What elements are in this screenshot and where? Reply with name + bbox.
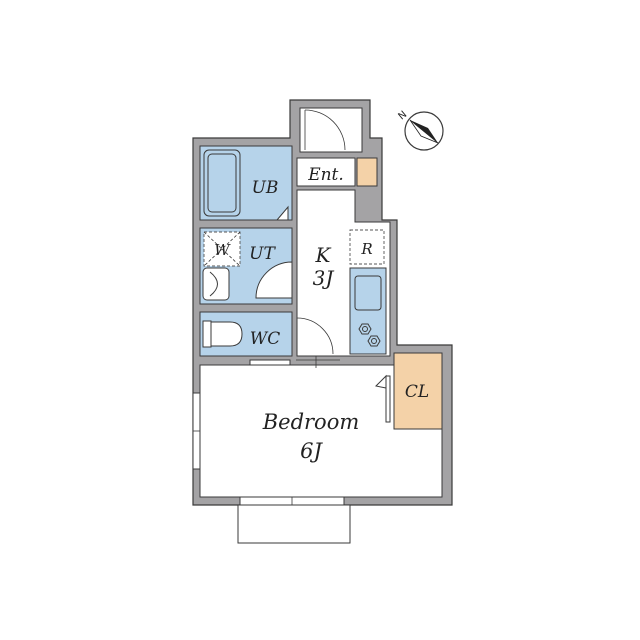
toilet-tank [202,320,212,348]
bedroom-size-label: 6J [300,439,323,463]
closet-label: CL [405,382,429,402]
toilet-bowl [210,321,243,347]
compass-north-label: N [396,109,409,122]
wash-basin [202,267,230,301]
entrance-label: Ent. [307,165,344,185]
entrance-porch [299,107,363,153]
entrance-room [296,157,356,187]
sink-triangle [275,205,289,221]
bedroom-door-frame [249,359,291,366]
closet-door-swing [374,374,387,389]
bedroom-label: Bedroom [262,410,360,434]
washer-cross-a [203,231,241,267]
unit-bath-room [199,145,293,221]
entrance-door-swing [304,109,346,151]
bathtub-inner [207,153,237,213]
refrigerator-space [349,229,385,265]
toilet-label: WC [250,329,280,349]
washer-label: W [214,241,231,259]
unit-bath-label: UB [252,178,279,198]
kitchen-size-label: 3J [313,266,335,290]
compass-icon: N [396,109,444,151]
stove-icon [358,323,381,347]
kitchen-label: K [315,243,332,267]
bathtub [203,149,241,217]
wash-basin-bowl [209,271,218,297]
shoe-cabinet [356,157,378,187]
closet-door [385,375,391,423]
kitchen-counter [349,267,387,355]
washer-cross-b [203,231,241,267]
toilet-door-swing [296,317,334,355]
kitchen-sink [354,275,382,311]
refrigerator-label: R [360,240,372,258]
utility-door-swing [255,261,293,299]
utility-label: UT [249,244,276,264]
balcony [237,504,351,544]
closet-room [393,352,443,430]
